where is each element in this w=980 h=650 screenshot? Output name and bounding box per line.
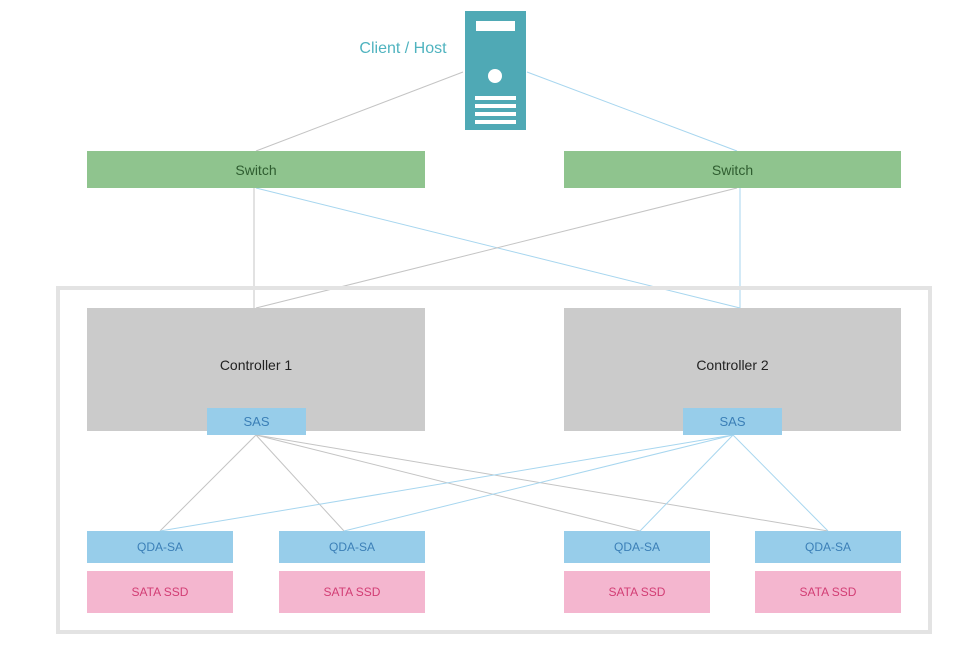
switch-1-label: Switch bbox=[235, 161, 277, 178]
link-sas-2-drive-2 bbox=[343, 434, 734, 532]
sata-ssd-3: SATA SSD bbox=[564, 571, 710, 613]
qda-adapter-2: QDA-SA bbox=[279, 531, 425, 563]
link-sas-2-drive-1 bbox=[159, 434, 734, 532]
server-vent-line bbox=[475, 112, 516, 116]
link-host-switch-2 bbox=[526, 71, 738, 152]
host-label: Client / Host bbox=[359, 40, 447, 57]
sata-ssd-4: SATA SSD bbox=[755, 571, 901, 613]
switch-2: Switch bbox=[564, 151, 901, 188]
link-sas-1-drive-2 bbox=[255, 434, 345, 532]
controller-2-sas-port: SAS bbox=[683, 408, 782, 435]
qda-adapter-1: QDA-SA bbox=[87, 531, 233, 563]
server-power-led bbox=[488, 69, 502, 83]
qda-adapter-label: QDA-SA bbox=[136, 540, 183, 554]
sas-port-label: SAS bbox=[719, 414, 746, 429]
link-host-switch-1 bbox=[255, 71, 464, 152]
sata-ssd-label: SATA SSD bbox=[608, 585, 666, 599]
qda-adapter-label: QDA-SA bbox=[328, 540, 375, 554]
sata-ssd-1: SATA SSD bbox=[87, 571, 233, 613]
switch-2-label: Switch bbox=[711, 161, 754, 178]
sata-ssd-label: SATA SSD bbox=[131, 585, 189, 599]
server-vent-line bbox=[475, 96, 516, 100]
server-icon bbox=[465, 11, 526, 130]
server-vent-line bbox=[475, 104, 516, 108]
sas-port-label: SAS bbox=[243, 414, 270, 429]
qda-adapter-4: QDA-SA bbox=[755, 531, 901, 563]
qda-adapter-3: QDA-SA bbox=[564, 531, 710, 563]
sata-ssd-label: SATA SSD bbox=[323, 585, 381, 599]
controller-2-label: Controller 2 bbox=[696, 356, 769, 373]
qda-adapter-label: QDA-SA bbox=[804, 540, 851, 554]
server-drive-slot bbox=[476, 21, 515, 31]
qda-adapter-label: QDA-SA bbox=[613, 540, 660, 554]
link-sas-2-drive-3 bbox=[639, 434, 734, 532]
controller-1-label: Controller 1 bbox=[219, 356, 293, 373]
link-sas-1-drive-1 bbox=[159, 434, 257, 532]
controller-1-sas-port: SAS bbox=[207, 408, 306, 435]
link-sas-1-drive-4 bbox=[255, 434, 829, 532]
server-vent-line bbox=[475, 120, 516, 124]
storage-enclosure bbox=[56, 286, 932, 634]
sata-ssd-label: SATA SSD bbox=[799, 585, 857, 599]
switch-1: Switch bbox=[87, 151, 425, 188]
sata-ssd-2: SATA SSD bbox=[279, 571, 425, 613]
link-sas-2-drive-4 bbox=[732, 434, 829, 532]
